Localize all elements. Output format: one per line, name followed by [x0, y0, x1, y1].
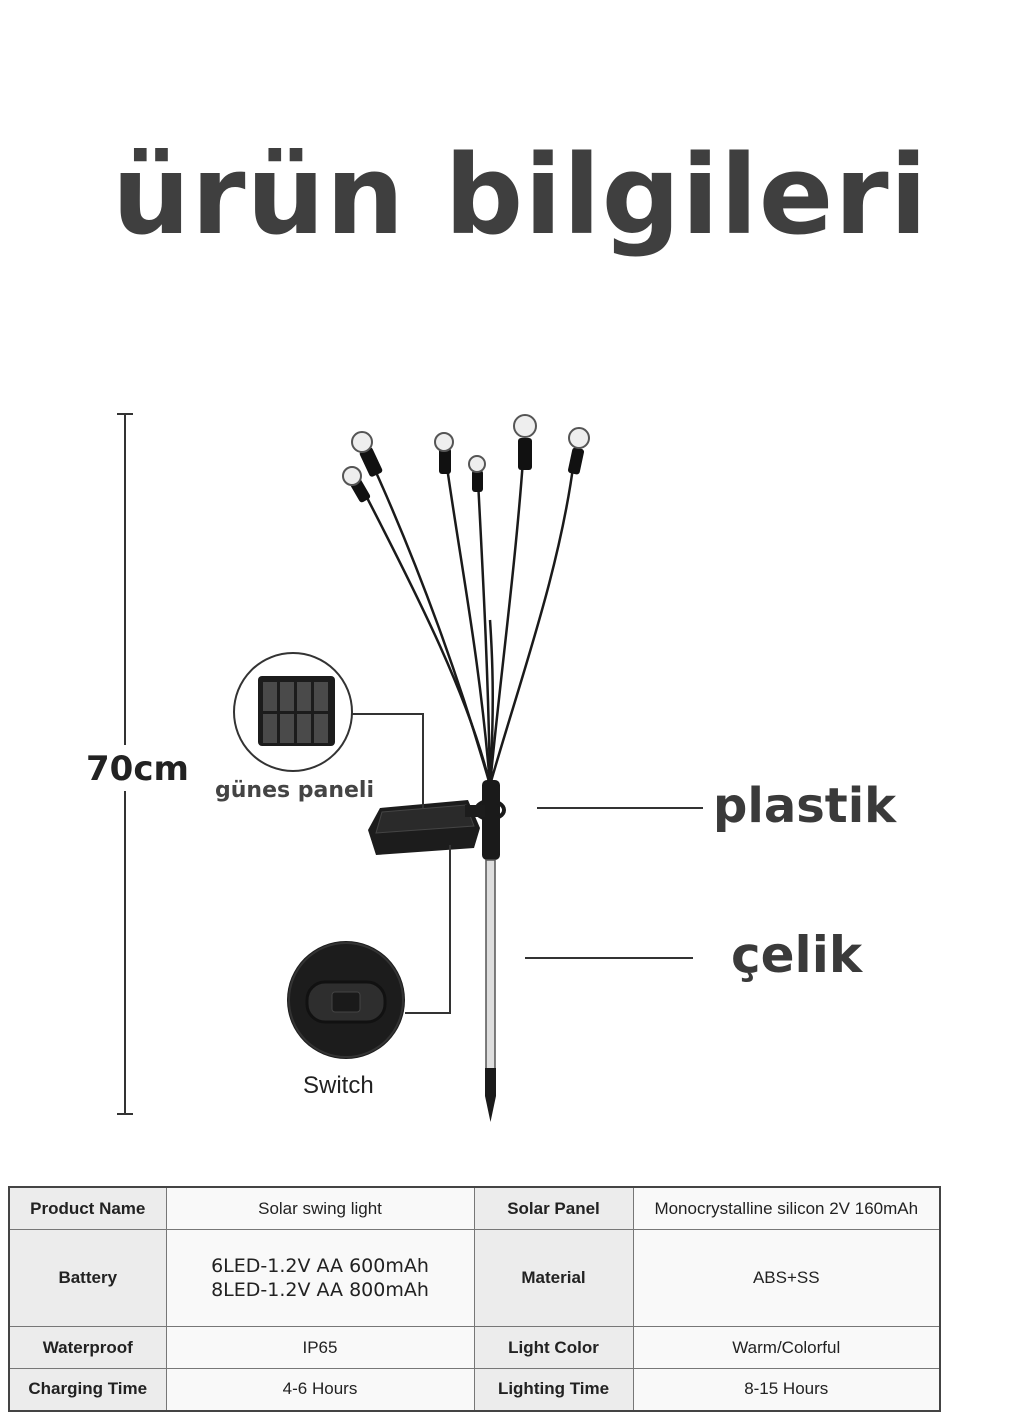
led-bulb [513, 414, 537, 470]
led-bulbs [342, 414, 590, 503]
plastic-housing [474, 780, 506, 860]
spec-value: ABS+SS [632, 1229, 941, 1328]
spec-value: 4-6 Hours [165, 1367, 475, 1412]
led-bulb [342, 466, 371, 503]
spec-table: Product Name Solar swing light Solar Pan… [8, 1186, 941, 1412]
steel-label: çelik [731, 926, 863, 984]
spec-key: Solar Panel [473, 1186, 634, 1231]
table-row: Waterproof IP65 Light Color Warm/Colorfu… [8, 1326, 941, 1369]
spec-value: Solar swing light [165, 1186, 475, 1231]
battery-8led-value: 8LED-1.2V AA 800mAh [211, 1279, 429, 1302]
led-bulb [434, 432, 454, 474]
solar-panel [368, 800, 485, 855]
spec-key: Material [473, 1229, 634, 1328]
battery-6led-value: 6LED-1.2V AA 600mAh [211, 1255, 429, 1278]
led-bulb [567, 427, 590, 475]
spec-key: Battery [8, 1229, 167, 1328]
table-row: Product Name Solar swing light Solar Pan… [8, 1186, 941, 1231]
switch-callout [287, 845, 451, 1059]
switch-label: Switch [303, 1072, 374, 1099]
solar-panel-label: günes paneli [215, 778, 375, 803]
table-row: Battery 6LED-1.2V AA 600mAh 8LED-1.2V AA… [8, 1229, 941, 1328]
led-bulb [468, 455, 486, 492]
steel-stake [485, 859, 496, 1122]
spec-value: Monocrystalline silicon 2V 160mAh [632, 1186, 941, 1231]
spec-value: IP65 [165, 1326, 475, 1369]
solar-panel-callout [233, 652, 424, 808]
spec-key: Waterproof [8, 1326, 167, 1369]
spec-key: Product Name [8, 1186, 167, 1231]
spec-value: 8-15 Hours [632, 1367, 941, 1412]
spec-value: Warm/Colorful [632, 1326, 941, 1369]
height-label: 70cm [86, 749, 189, 789]
page-title: ürün bilgileri [112, 131, 929, 259]
spec-key: Charging Time [8, 1367, 167, 1412]
spec-key: Lighting Time [473, 1367, 634, 1412]
led-bulb [351, 431, 383, 477]
light-stems [360, 459, 576, 786]
plastic-label: plastik [713, 778, 897, 834]
spec-key: Light Color [473, 1326, 634, 1369]
spec-value: 6LED-1.2V AA 600mAh 8LED-1.2V AA 800mAh [165, 1229, 475, 1328]
product-diagram [117, 413, 703, 1122]
table-row: Charging Time 4-6 Hours Lighting Time 8-… [8, 1367, 941, 1412]
